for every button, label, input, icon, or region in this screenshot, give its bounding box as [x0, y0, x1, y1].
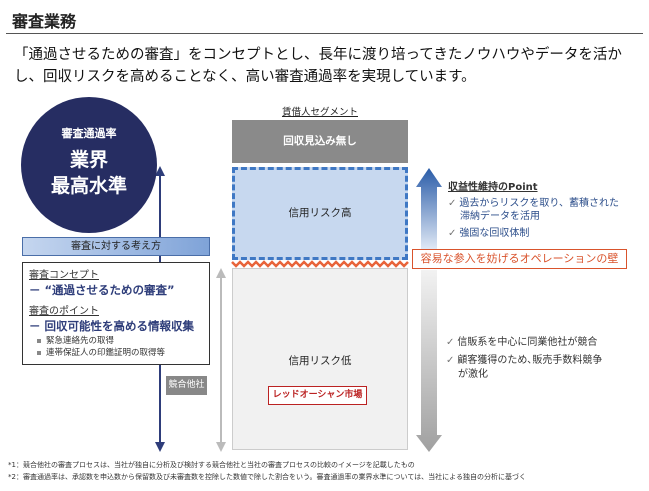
segment-no-recovery: 回収見込み無し: [232, 120, 408, 163]
point-text: － 回収可能性を高める情報収集: [29, 319, 195, 333]
segment-low-risk: 信用リスク低: [232, 268, 408, 450]
approval-rate-line2: 最高水準: [50, 175, 127, 197]
operation-wall-label: 容易な参入を妨げるオペレーションの壁: [412, 249, 627, 269]
up-arrow-icon: [416, 168, 442, 249]
approach-header: 審査に対する考え方: [22, 237, 210, 256]
zigzag-line: [231, 260, 409, 268]
list-item: 連帯保証人の印鑑証明の取得等: [29, 347, 203, 359]
gray-double-arrow-icon: [216, 268, 226, 452]
approach-box: 審査コンセプト － “通過させるための審査” 審査のポイント － 回収可能性を高…: [22, 262, 210, 365]
approval-rate-circle: 審査通過率 業界 最高水準: [21, 97, 157, 233]
check-icon: ✓: [446, 337, 455, 348]
profit-points: 収益性維持のPoint ✓過去からリスクを取り、蓄積された滞納データを活用 ✓強…: [448, 178, 628, 244]
footnote-1: *1：競合他社の審査プロセスは、当社が独自に分析及び検討する競合他社と当社の審査…: [8, 461, 415, 469]
list-item: 緊急連絡先の取得: [29, 335, 203, 347]
approval-rate-line1: 業界: [69, 149, 108, 171]
list-item: ✓強固な回収体制: [448, 228, 530, 239]
down-arrow-icon: [416, 270, 442, 452]
check-icon: ✓: [448, 228, 457, 239]
list-item: ✓信販系を中心に同業他社が競合: [446, 337, 598, 348]
point-label: 審査のポイント: [29, 306, 99, 317]
footnotes: *1：競合他社の審査プロセスは、当社が独自に分析及び検討する競合他社と当社の審査…: [8, 459, 526, 483]
concept-label: 審査コンセプト: [29, 270, 99, 281]
concept-text: － “通過させるための審査”: [29, 283, 175, 297]
check-icon: ✓: [446, 355, 455, 366]
segment-high-risk: 信用リスク高: [232, 167, 408, 260]
competitor-label: 競合他社: [166, 376, 207, 395]
list-item: ✓顧客獲得のため､販売手数料競争が激化: [446, 355, 603, 380]
segment-label: 賃借人セグメント: [281, 107, 358, 118]
square-bullet-icon: [37, 350, 41, 355]
list-item: ✓過去からリスクを取り、蓄積された滞納データを活用: [448, 198, 619, 222]
competition-notes: ✓信販系を中心に同業他社が競合 ✓顧客獲得のため､販売手数料競争が激化: [446, 336, 606, 386]
red-ocean-badge: レッドオーシャン市場: [268, 386, 367, 405]
intro-text: 「通過させるための審査」をコンセプトとし、長年に渡り培ってきたノウハウやデータを…: [14, 47, 622, 85]
approval-rate-label: 審査通過率: [61, 127, 117, 140]
low-risk-label: 信用リスク低: [288, 355, 352, 367]
check-icon: ✓: [448, 198, 457, 209]
profit-points-title: 収益性維持のPoint: [448, 182, 538, 193]
page-title: 審査業務: [12, 12, 77, 31]
square-bullet-icon: [37, 338, 41, 343]
title-divider: [6, 33, 643, 34]
footnote-2: *2：審査通過率は、承認数を申込数から保留数及び未審査数を控除した数値で除した割…: [8, 473, 526, 481]
